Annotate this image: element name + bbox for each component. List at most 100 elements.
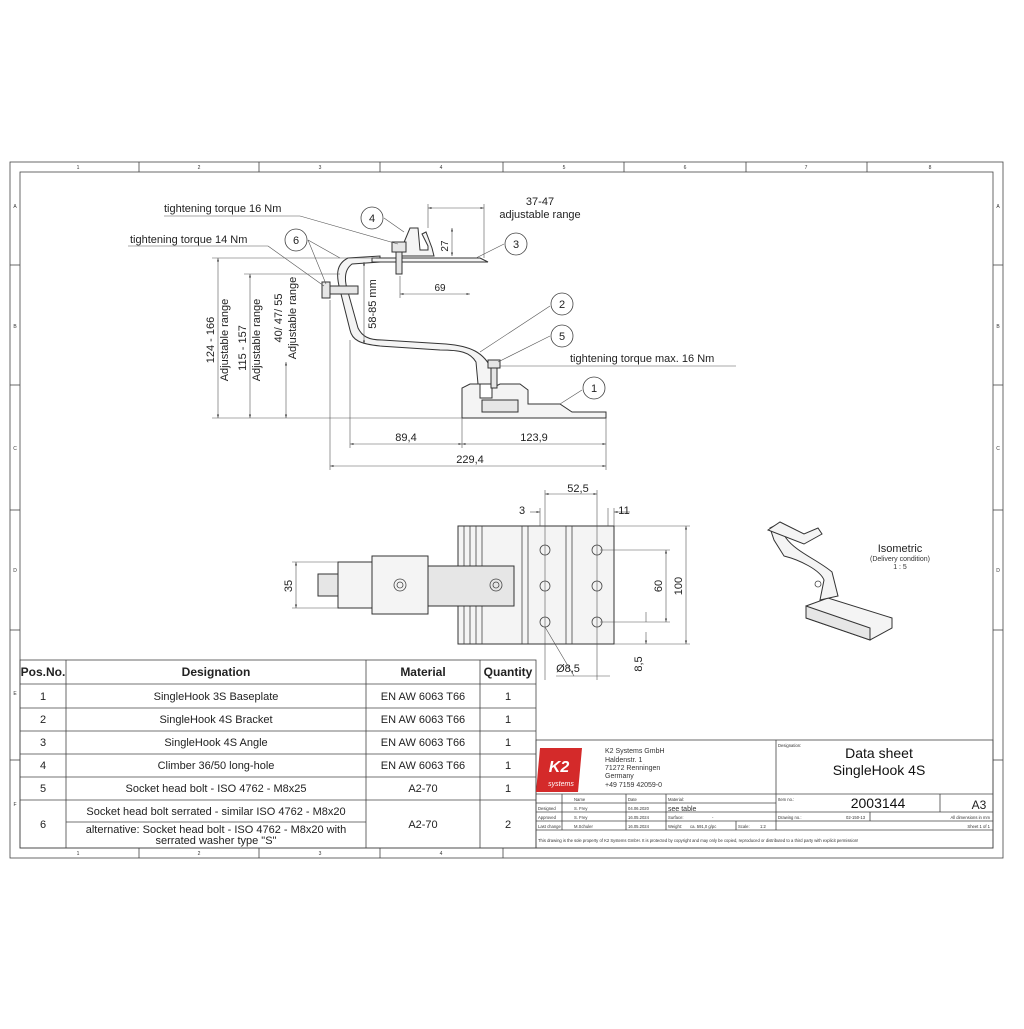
row-label-right-d: D (996, 568, 1000, 574)
iso-title: Isometric (878, 543, 923, 555)
drawing-label: Drawing no.: (778, 815, 802, 820)
col-name: Name (574, 797, 586, 802)
col-label-bottom-4: 4 (440, 851, 443, 857)
item-label: Item no.: (778, 797, 794, 802)
dim-35: 35 (283, 580, 295, 592)
svg-text:3: 3 (513, 239, 519, 251)
angle-part (371, 257, 489, 263)
bolt-side-shank (329, 285, 359, 295)
bracket-top-view (427, 565, 515, 607)
dim-115-157: 115 - 157 (237, 325, 249, 371)
climber-top-view (337, 561, 373, 609)
svg-text:1: 1 (591, 383, 597, 395)
row-label-d: D (13, 568, 17, 574)
isometric-view: Isometric (Delivery condition) 1 : 5 (766, 521, 930, 641)
col-label-7: 7 (805, 165, 808, 171)
col-label-5: 5 (563, 165, 566, 171)
title-block: K2 systems K2 Systems GmbH Haldenstr. 1 … (535, 739, 994, 849)
svg-text:2: 2 (40, 714, 46, 726)
iso-condition: (Delivery condition) (870, 556, 930, 563)
dim-dia-8-5: Ø8,5 (556, 663, 580, 675)
weight-value: ca. 591,0 g/pc (690, 824, 716, 829)
approved-date: 16.05.2024 (628, 815, 650, 820)
header-material: Material (400, 665, 445, 679)
col-label-bottom-1: 1 (77, 851, 80, 857)
bolt-base-head (487, 359, 501, 369)
col-label-3: 3 (319, 165, 322, 171)
dim-123-9: 123,9 (520, 432, 548, 444)
climber-part (399, 227, 435, 257)
svg-text:Climber 36/50 long-hole: Climber 36/50 long-hole (158, 760, 275, 772)
material-label: Material: (668, 797, 684, 802)
balloon-1: 1 (582, 376, 606, 400)
table-row: 6 Socket head bolt serrated - similar IS… (40, 806, 511, 847)
designed-name: S. Frey (574, 806, 588, 811)
svg-text:1: 1 (505, 760, 511, 772)
svg-text:6: 6 (40, 819, 46, 831)
top-view: 52,5 3 11 35 60 100 Ø8,5 8,5 (283, 483, 690, 680)
svg-text:EN AW 6063 T66: EN AW 6063 T66 (381, 737, 465, 749)
designed-label: Designed (538, 806, 556, 811)
surface-label: Surface: (668, 815, 684, 820)
table-row: 5 Socket head bolt - ISO 4762 - M8x25 A2… (40, 783, 511, 795)
approved-name: S. Frey (574, 815, 588, 820)
row-label-c: C (13, 446, 17, 452)
dim-27: 27 (440, 240, 451, 252)
svg-text:6: 6 (293, 235, 299, 247)
bolt-side-head (321, 281, 331, 299)
dim-100: 100 (673, 577, 685, 595)
last-change-date: 16.05.2024 (628, 824, 650, 829)
svg-text:SingleHook 4S Angle: SingleHook 4S Angle (164, 737, 267, 749)
svg-text:Socket head bolt serrated - si: Socket head bolt serrated - similar ISO … (86, 806, 345, 818)
dim-58-85: 58-85 mm (367, 279, 379, 329)
dim-52-5: 52,5 (567, 483, 588, 495)
svg-text:1: 1 (505, 737, 511, 749)
paper-size: A3 (972, 798, 987, 812)
col-label-1: 1 (77, 165, 80, 171)
row-label-e: E (13, 691, 17, 697)
svg-text:2: 2 (559, 299, 565, 311)
svg-text:alternative: Socket head bolt: alternative: Socket head bolt - ISO 4762… (86, 824, 346, 836)
col-label-8: 8 (929, 165, 932, 171)
company-address: K2 Systems GmbH Haldenstr. 1 71272 Renni… (605, 748, 665, 789)
svg-text:Germany: Germany (605, 773, 634, 780)
col-label-2: 2 (198, 165, 201, 171)
svg-text:systems: systems (548, 781, 574, 788)
balloon-2: 2 (550, 292, 574, 316)
header-designation: Designation (182, 665, 251, 679)
row-label-a: A (13, 204, 17, 210)
bracket-part (337, 255, 495, 385)
balloon-6: 6 (284, 228, 308, 252)
weight-label: Weight: (668, 824, 682, 829)
svg-text:Haldenstr. 1: Haldenstr. 1 (605, 757, 642, 764)
svg-text:5: 5 (559, 331, 565, 343)
svg-text:Socket head bolt - ISO 4762 -: Socket head bolt - ISO 4762 - M8x25 (126, 783, 307, 795)
torque-max-label: tightening torque max. 16 Nm (570, 353, 714, 365)
dim-8-5: 8,5 (633, 656, 645, 671)
svg-text:K2: K2 (549, 759, 570, 776)
designed-date: 04.06.2020 (628, 806, 650, 811)
last-change-name: M.Schuler (574, 824, 593, 829)
svg-text:SingleHook 3S Baseplate: SingleHook 3S Baseplate (154, 691, 279, 703)
sheet-title-2: SingleHook 4S (833, 762, 926, 778)
dim-11: 11 (618, 505, 629, 517)
table-row: 4 Climber 36/50 long-hole EN AW 6063 T66… (40, 760, 511, 772)
svg-text:1: 1 (505, 783, 511, 795)
dim-229-4: 229,4 (456, 454, 484, 466)
balloon-5: 5 (550, 324, 574, 348)
adjustable-range-1: Adjustable range (219, 299, 231, 382)
baseplate-channel (481, 399, 519, 413)
table-row: 1 SingleHook 3S Baseplate EN AW 6063 T66… (40, 691, 511, 703)
dims-note: All dimensions in mm (950, 815, 990, 820)
svg-text:2: 2 (505, 819, 511, 831)
sheet-title-1: Data sheet (845, 745, 913, 761)
svg-text:K2 Systems GmbH: K2 Systems GmbH (605, 748, 665, 755)
row-label-b: B (13, 324, 17, 330)
dim-40-47-55: 40/ 47/ 55 (273, 294, 285, 343)
bolt-base-shank (490, 367, 498, 389)
surface-value: - (712, 815, 714, 820)
balloon-3: 3 (504, 232, 528, 256)
svg-text:4: 4 (40, 760, 46, 772)
bolt-top-shank (395, 251, 403, 275)
